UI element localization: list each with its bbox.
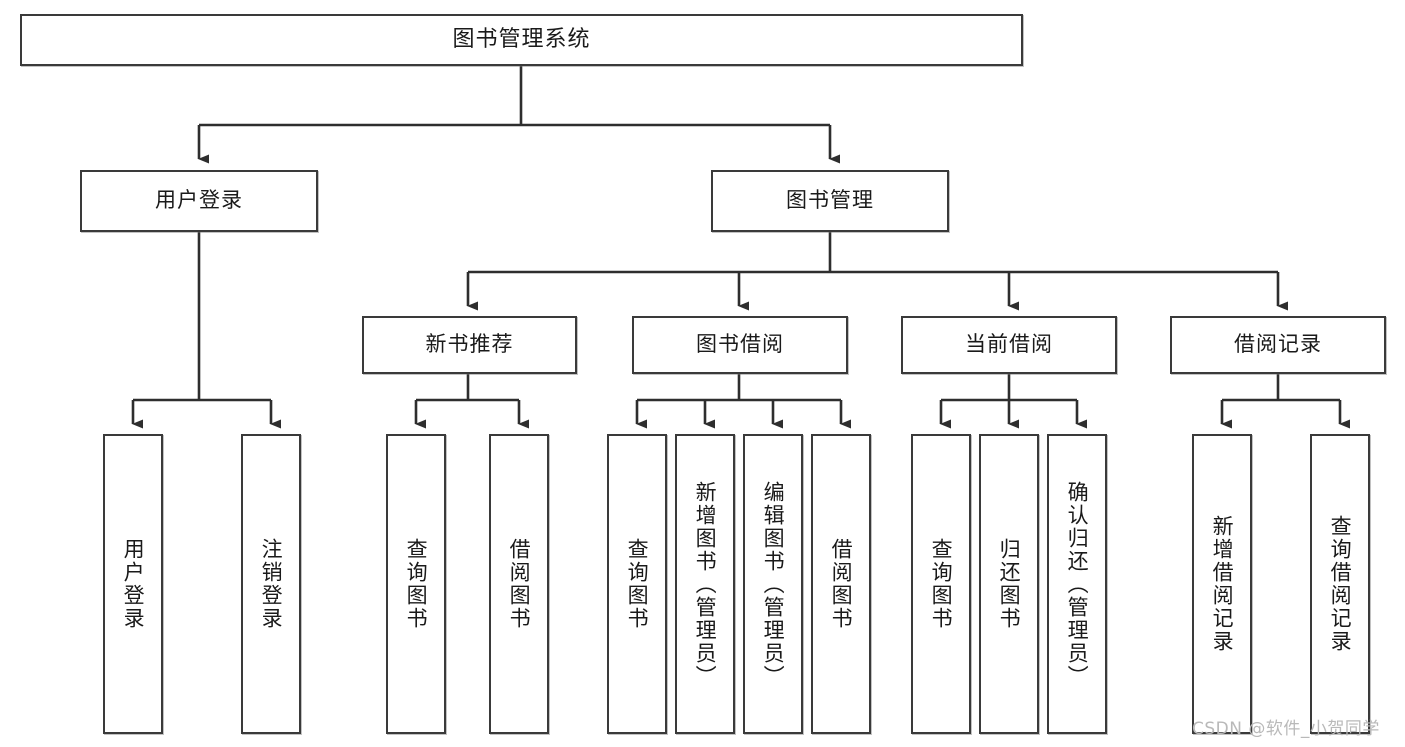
leaf-borrow-book-2-label: 借阅图书 bbox=[829, 538, 854, 630]
leaf-add-book[interactable]: 新增图书（管理员） bbox=[675, 434, 735, 734]
node-root-label: 图书管理系统 bbox=[452, 26, 591, 52]
leaf-edit-book-label: 编辑图书（管理员） bbox=[761, 480, 786, 688]
leaf-confirm-return-label: 确认归还（管理员） bbox=[1065, 480, 1090, 688]
node-borrow-record-label: 借阅记录 bbox=[1234, 332, 1322, 357]
leaf-borrow-book-2[interactable]: 借阅图书 bbox=[811, 434, 871, 734]
leaf-add-record[interactable]: 新增借阅记录 bbox=[1192, 434, 1252, 734]
node-book-admin-label: 图书管理 bbox=[786, 188, 874, 213]
node-root[interactable]: 图书管理系统 bbox=[20, 14, 1023, 66]
leaf-logout-label: 注销登录 bbox=[259, 538, 284, 630]
watermark-text: CSDN @软件_小贺同学 bbox=[1192, 719, 1380, 739]
leaf-user-login-label: 用户登录 bbox=[121, 538, 146, 630]
node-user-login-label: 用户登录 bbox=[155, 188, 243, 213]
leaf-query-book-1-label: 查询图书 bbox=[404, 538, 429, 630]
leaf-query-book-3-label: 查询图书 bbox=[929, 538, 954, 630]
leaf-query-book-1[interactable]: 查询图书 bbox=[386, 434, 446, 734]
leaf-return-book[interactable]: 归还图书 bbox=[979, 434, 1039, 734]
watermark: CSDN @软件_小贺同学 bbox=[1192, 714, 1380, 739]
leaf-query-book-2-label: 查询图书 bbox=[625, 538, 650, 630]
leaf-add-book-label: 新增图书（管理员） bbox=[693, 480, 718, 688]
node-new-book-rec[interactable]: 新书推荐 bbox=[362, 316, 577, 374]
node-current-borrow-label: 当前借阅 bbox=[965, 332, 1053, 357]
leaf-query-book-2[interactable]: 查询图书 bbox=[607, 434, 667, 734]
node-borrow-record[interactable]: 借阅记录 bbox=[1170, 316, 1386, 374]
leaf-edit-book[interactable]: 编辑图书（管理员） bbox=[743, 434, 803, 734]
leaf-user-login[interactable]: 用户登录 bbox=[103, 434, 163, 734]
node-current-borrow[interactable]: 当前借阅 bbox=[901, 316, 1117, 374]
leaf-add-record-label: 新增借阅记录 bbox=[1210, 515, 1235, 653]
leaf-query-record[interactable]: 查询借阅记录 bbox=[1310, 434, 1370, 734]
leaf-borrow-book-1[interactable]: 借阅图书 bbox=[489, 434, 549, 734]
node-user-login[interactable]: 用户登录 bbox=[80, 170, 318, 232]
leaf-confirm-return[interactable]: 确认归还（管理员） bbox=[1047, 434, 1107, 734]
leaf-query-book-3[interactable]: 查询图书 bbox=[911, 434, 971, 734]
leaf-query-record-label: 查询借阅记录 bbox=[1328, 515, 1353, 653]
node-new-book-rec-label: 新书推荐 bbox=[425, 332, 514, 357]
leaf-logout[interactable]: 注销登录 bbox=[241, 434, 301, 734]
leaf-borrow-book-1-label: 借阅图书 bbox=[507, 538, 532, 630]
leaf-return-book-label: 归还图书 bbox=[997, 538, 1022, 630]
node-book-borrow[interactable]: 图书借阅 bbox=[632, 316, 848, 374]
node-book-admin[interactable]: 图书管理 bbox=[711, 170, 949, 232]
node-book-borrow-label: 图书借阅 bbox=[696, 332, 784, 357]
